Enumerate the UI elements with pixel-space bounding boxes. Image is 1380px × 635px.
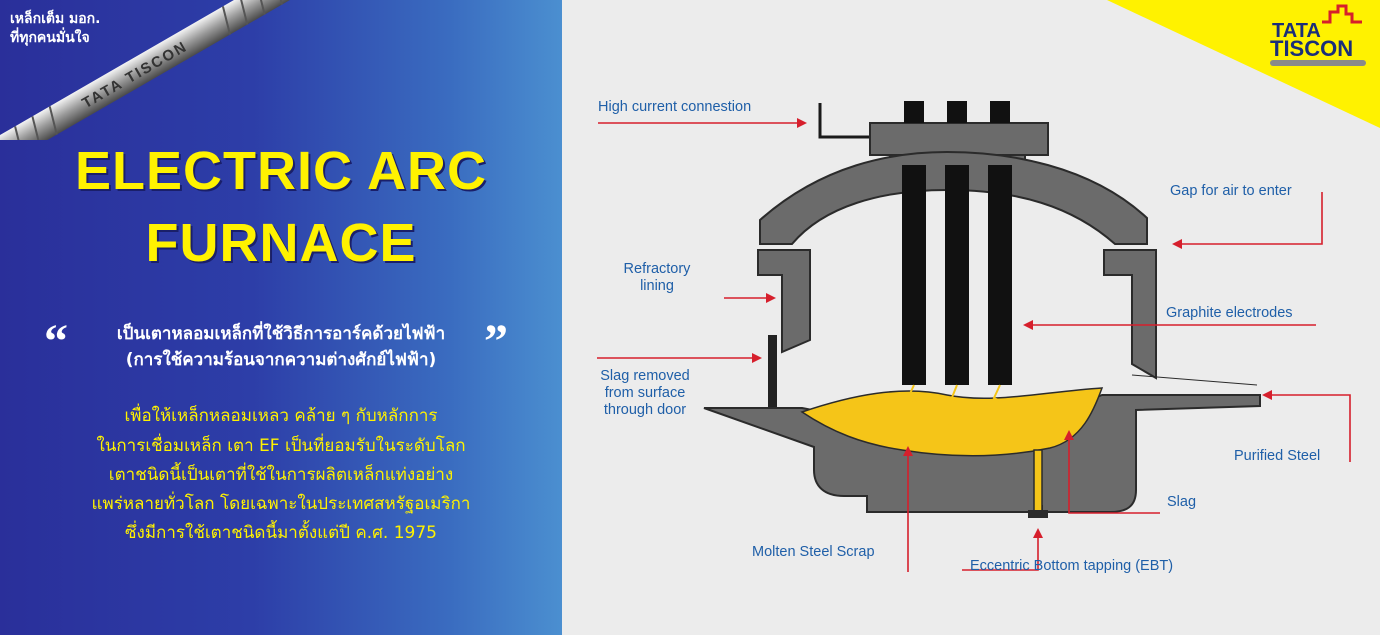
rebar-graphic: TATA TISCON	[0, 0, 354, 140]
label-slag-removed-line3: through door	[603, 402, 687, 418]
power-cable	[818, 103, 870, 139]
right-panel: TATA TISCON	[562, 0, 1380, 635]
furnace-roof	[759, 150, 1148, 245]
label-slag-removed-line2: from surface	[604, 385, 686, 401]
electrode-3	[988, 165, 1012, 385]
page-title-line1: ELECTRIC ARC	[75, 141, 487, 201]
body-line4: แพร่หลายทั่วโลก โดยเฉพาะในประเทศสหรัฐอเม…	[91, 494, 471, 514]
label-refractory: Refractory lining	[602, 261, 712, 295]
label-ebt: Eccentric Bottom tapping (EBT)	[970, 558, 1174, 574]
close-quote-mark: ”	[484, 315, 508, 368]
arrow-purified	[1262, 390, 1351, 462]
logo-text-line2: TISCON	[1270, 36, 1353, 61]
body-line3: เตาชนิดนี้เป็นเตาที่ใช้ในการผลิตเหล็กแท่…	[108, 465, 454, 485]
label-high-current: High current connestion	[598, 99, 752, 115]
quote-line2: (การใช้ความร้อนจากความต่างศักย์ไฟฟ้า)	[125, 350, 437, 370]
electrode-top-2	[947, 101, 967, 123]
purified-pointer	[1131, 374, 1258, 386]
label-graphite: Graphite electrodes	[1166, 305, 1293, 321]
slag-door	[768, 335, 777, 410]
tap-nozzle	[1028, 510, 1048, 518]
page-title-line2: FURNACE	[145, 213, 417, 273]
label-slag-removed: Slag removed from surface through door	[584, 368, 706, 419]
tata-tiscon-logo: TATA TISCON	[1270, 4, 1366, 66]
arrow-gap-air	[1172, 192, 1323, 249]
right-wall	[1103, 249, 1157, 380]
left-panel: TATA TISCON เหล็กเต็ม มอก. ที่ทุกคนมั่นใ…	[0, 0, 562, 635]
logo-text-line1: TATA	[1272, 20, 1321, 42]
label-refractory-line1: Refractory	[623, 261, 691, 277]
label-slag-removed-line1: Slag removed	[600, 368, 690, 384]
body-line1: เพื่อให้เหล็กหลอมเหลว คล้าย ๆ กับหลักการ	[124, 406, 438, 426]
arrow-ebt	[962, 528, 1043, 571]
electrode-top-1	[904, 101, 924, 123]
electric-arcs	[906, 384, 1004, 426]
label-slag: Slag	[1167, 494, 1197, 510]
logo-corner: TATA TISCON	[1107, 0, 1380, 128]
electrode-top-3	[990, 101, 1010, 123]
tagline-line2: ที่ทุกคนมั่นใจ	[10, 30, 90, 46]
tagline-line1: เหล็กเต็ม มอก.	[10, 11, 101, 27]
label-gap-air: Gap for air to enter	[1170, 183, 1292, 199]
label-refractory-line2: lining	[640, 278, 674, 294]
graphite-electrodes	[902, 101, 1012, 385]
body-line2: ในการเชื่อมเหล็ก เตา EF เป็นที่ยอมรับในร…	[96, 436, 466, 456]
electrode-2	[945, 165, 969, 385]
label-molten: Molten Steel Scrap	[752, 544, 875, 560]
label-purified: Purified Steel	[1234, 448, 1321, 464]
tap-channel	[1033, 449, 1043, 513]
body-line5: ซึ่งมีการใช้เตาชนิดนี้มาตั้งแต่ปี ค.ศ. 1…	[125, 523, 437, 543]
rebar-text: TATA TISCON	[79, 38, 191, 112]
logo-yellow-band	[1107, 0, 1380, 128]
open-quote-mark: “	[44, 315, 68, 368]
quote-line1: เป็นเตาหลอมเหล็กที่ใช้วิธีการอาร์คด้วยไฟ…	[116, 324, 446, 344]
electrode-1	[902, 165, 926, 385]
molten-steel	[800, 387, 1104, 457]
electrode-holder	[869, 122, 1049, 156]
left-wall	[757, 249, 811, 354]
furnace-diagram	[597, 101, 1351, 572]
arrow-slag	[1064, 430, 1160, 514]
tagline: เหล็กเต็ม มอก. ที่ทุกคนมั่นใจ	[10, 10, 100, 48]
